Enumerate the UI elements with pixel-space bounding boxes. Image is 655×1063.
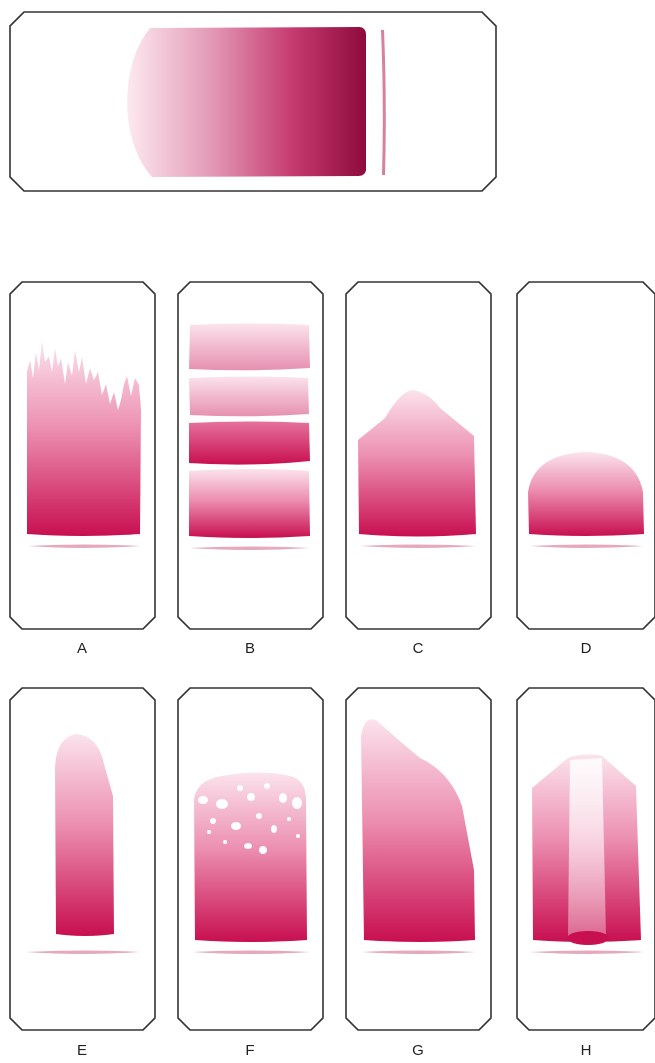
panel-label-B: B — [245, 640, 255, 657]
panel-B — [178, 282, 323, 629]
panel-E — [10, 688, 155, 1030]
reference-gel-strip — [10, 12, 496, 191]
panel-label-G: G — [412, 1042, 424, 1059]
panel-H-origin-spot — [567, 931, 609, 945]
panel-label-D: D — [581, 640, 592, 657]
panel-H-center-streak — [568, 758, 606, 936]
panel-B-band-2 — [189, 377, 309, 417]
panel-C — [346, 282, 491, 629]
panel-B-band-3 — [189, 422, 310, 465]
panel-label-A: A — [77, 640, 87, 657]
panel-B-band-1 — [189, 324, 310, 371]
panel-label-E: E — [77, 1042, 87, 1059]
reference-gradient-band — [127, 27, 366, 177]
panel-H — [517, 688, 655, 1030]
panel-label-C: C — [413, 640, 424, 657]
panel-B-band-4 — [189, 469, 310, 538]
panel-F — [178, 688, 323, 1030]
panel-D-dome-zone — [528, 452, 644, 536]
panel-D — [517, 282, 655, 629]
panel-G — [346, 688, 491, 1030]
panel-label-F: F — [245, 1042, 254, 1059]
panel-label-H: H — [581, 1042, 592, 1059]
panel-A — [10, 282, 155, 629]
